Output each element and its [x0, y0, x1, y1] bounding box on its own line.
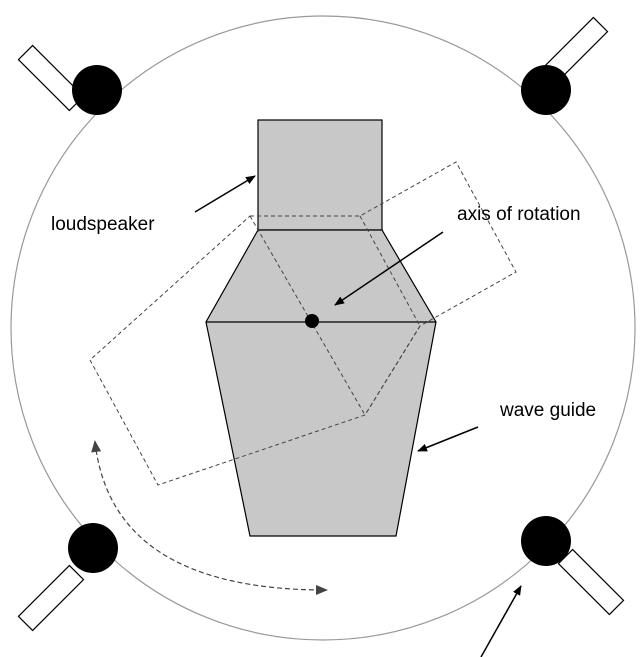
microphone-top-left [17, 44, 122, 115]
axis-of-rotation-label: axis of rotation [457, 204, 581, 225]
axis-pointer-arrow [334, 231, 444, 306]
wave-guide-label: wave guide [499, 400, 596, 421]
rotation-arrow [91, 440, 328, 595]
rotated-outline [89, 161, 517, 486]
wave-guide-pointer-arrow [417, 426, 479, 452]
enclosure-circle [10, 15, 636, 641]
rotation-axis-point [305, 314, 319, 328]
microphone-bottom-right [521, 516, 625, 616]
loudspeaker-box [257, 119, 383, 231]
microphone-bottom-left [17, 523, 118, 632]
wave-guide-body [205, 229, 437, 537]
microphone-top-right [521, 16, 609, 115]
microphone-pointer-arrow [480, 585, 522, 657]
loudspeaker-label: loudspeaker [51, 214, 155, 235]
loudspeaker-pointer-arrow [194, 175, 256, 213]
